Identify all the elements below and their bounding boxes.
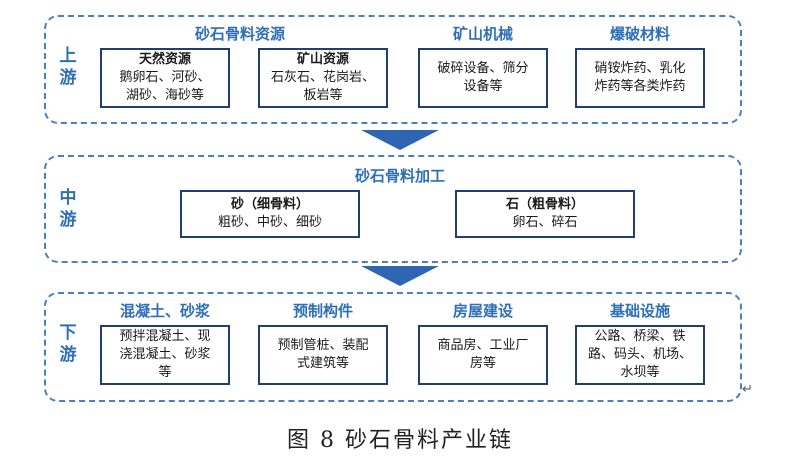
mining-resources-title: 矿山资源 — [296, 52, 349, 67]
mining-resources-line: 石灰石、花岗岩、 — [270, 70, 375, 85]
down-arrow-icon — [361, 266, 439, 286]
upstream-stage — [44, 15, 742, 124]
sand-box: 砂（细骨料） 粗砂、中砂、细砂 — [180, 190, 360, 238]
upstream-label-char: 上 游 — [59, 46, 77, 88]
housing-heading: 房屋建设 — [452, 302, 513, 320]
infrastructure-line: 公路、桥梁、铁 — [594, 329, 686, 344]
machinery-line: 破碎设备、筛分 — [437, 61, 529, 76]
stone-box: 石（粗骨料） 卵石、碎石 — [455, 190, 635, 238]
precast-heading: 预制构件 — [292, 302, 353, 320]
downstream-stage — [44, 292, 742, 402]
mining-resources-box: 矿山资源 石灰石、花岗岩、 板岩等 — [258, 48, 388, 108]
down-arrow-icon — [361, 130, 439, 150]
concrete-heading: 混凝土、砂浆 — [119, 302, 210, 320]
concrete-line: 浇混凝土、砂浆 — [119, 347, 211, 362]
midstream-stage-label: 中 游 — [56, 187, 80, 231]
sand-title: 砂（细骨料） — [230, 197, 309, 212]
midstream-label-char: 中 游 — [59, 188, 77, 230]
stone-line: 卵石、碎石 — [512, 215, 578, 230]
upstream-stage-label: 上 游 — [56, 45, 80, 89]
explosives-box: 硝铵炸药、乳化 炸药等各类炸药 — [575, 48, 705, 108]
downstream-label-char: 下 游 — [59, 323, 77, 365]
infrastructure-heading: 基础设施 — [609, 302, 670, 320]
midstream-stage — [44, 155, 742, 263]
natural-resources-box: 天然资源 鹅卵石、河砂、 湖砂、海砂等 — [100, 48, 230, 108]
sand-line: 粗砂、中砂、细砂 — [217, 215, 322, 230]
precast-line: 预制管桩、装配 — [277, 338, 369, 353]
precast-line: 式建筑等 — [296, 356, 349, 371]
machinery-line: 设备等 — [463, 79, 503, 94]
machinery-box: 破碎设备、筛分 设备等 — [418, 48, 548, 108]
natural-resources-title: 天然资源 — [138, 52, 191, 67]
infrastructure-line: 水坝等 — [620, 365, 660, 380]
downstream-stage-label: 下 游 — [56, 322, 80, 366]
return-mark: ↵ — [742, 382, 753, 397]
stone-title: 石（粗骨料） — [505, 197, 584, 212]
explosives-line: 炸药等各类炸药 — [594, 79, 686, 94]
infrastructure-box: 公路、桥梁、铁 路、码头、机场、 水坝等 — [575, 325, 705, 385]
infrastructure-line: 路、码头、机场、 — [587, 347, 692, 362]
upstream-group-heading: 砂石骨料资源 — [194, 25, 285, 43]
precast-box: 预制管桩、装配 式建筑等 — [258, 325, 388, 385]
housing-box: 商品房、工业厂 房等 — [418, 325, 548, 385]
machinery-heading: 矿山机械 — [452, 25, 513, 43]
housing-line: 商品房、工业厂 — [437, 338, 529, 353]
natural-resources-line: 湖砂、海砂等 — [125, 88, 204, 103]
concrete-line: 等 — [158, 365, 172, 380]
explosives-heading: 爆破材料 — [609, 25, 670, 43]
housing-line: 房等 — [469, 356, 496, 371]
concrete-box: 预拌混凝土、现 浇混凝土、砂浆 等 — [100, 325, 230, 385]
natural-resources-line: 鹅卵石、河砂、 — [119, 70, 211, 85]
mining-resources-line: 板岩等 — [303, 88, 343, 103]
concrete-line: 预拌混凝土、现 — [119, 329, 211, 344]
explosives-line: 硝铵炸药、乳化 — [594, 61, 686, 76]
figure-caption: 图 8 砂石骨料产业链 — [287, 428, 513, 453]
processing-heading: 砂石骨料加工 — [354, 167, 445, 185]
